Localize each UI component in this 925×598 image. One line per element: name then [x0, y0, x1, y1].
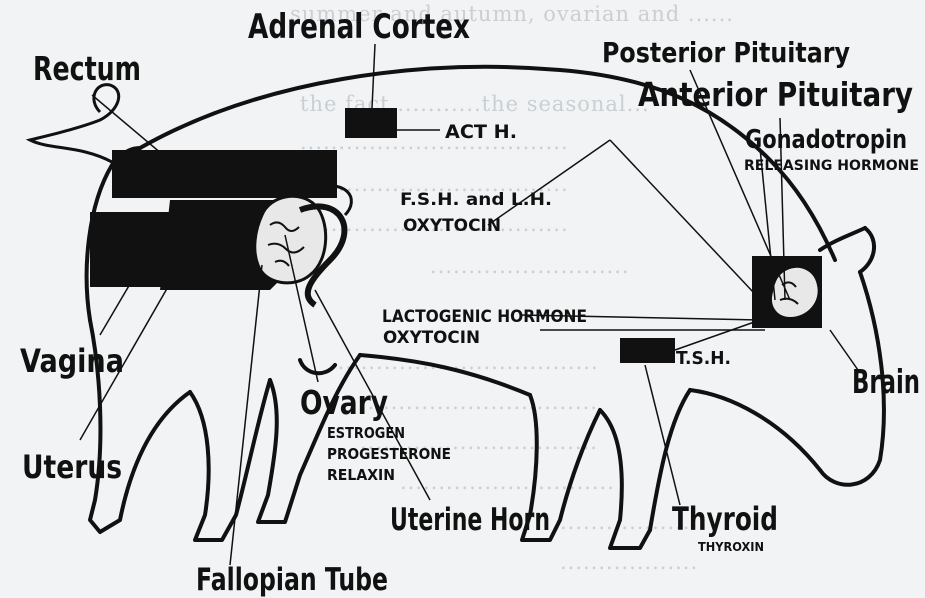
rectum-organ — [112, 150, 337, 198]
label-estrogen: ESTROGEN — [327, 424, 405, 442]
reproductive-tract — [90, 150, 351, 305]
adrenal-box — [345, 108, 397, 138]
label-relaxin: RELAXIN — [327, 466, 395, 484]
label-thyroid: Thyroid — [672, 500, 778, 538]
label-rectum: Rectum — [33, 49, 141, 88]
tail — [30, 85, 119, 162]
label-progesterone: PROGESTERONE — [327, 445, 451, 463]
thyroid-box — [620, 338, 675, 363]
label-brain: Brain — [852, 362, 920, 401]
label-lactogenic-hormone: LACTOGENIC HORMONE — [382, 307, 587, 327]
label-fsh-lh: F.S.H. and L.H. — [400, 190, 552, 210]
label-ovary: Ovary — [300, 383, 388, 422]
label-uterine-horn: Uterine Horn — [390, 502, 550, 538]
label-tsh: T.S.H. — [676, 348, 731, 369]
label-uterus: Uterus — [22, 448, 122, 486]
label-act-h: ACT H. — [445, 121, 517, 143]
label-oxytocin-1: OXYTOCIN — [403, 216, 501, 236]
label-thyroxin: THYROXIN — [698, 540, 764, 554]
label-vagina: Vagina — [20, 342, 124, 380]
label-fallopian-tube: Fallopian Tube — [196, 562, 388, 598]
label-gonadotropin: Gonadotropin — [745, 125, 907, 155]
label-anterior-pituitary: Anterior Pituitary — [638, 75, 913, 114]
label-posterior-pituitary: Posterior Pituitary — [602, 36, 850, 69]
label-releasing-hormone: RELEASING HORMONE — [744, 158, 919, 174]
label-adrenal-cortex: Adrenal Cortex — [248, 7, 470, 47]
label-oxytocin-2: OXYTOCIN — [383, 328, 480, 348]
